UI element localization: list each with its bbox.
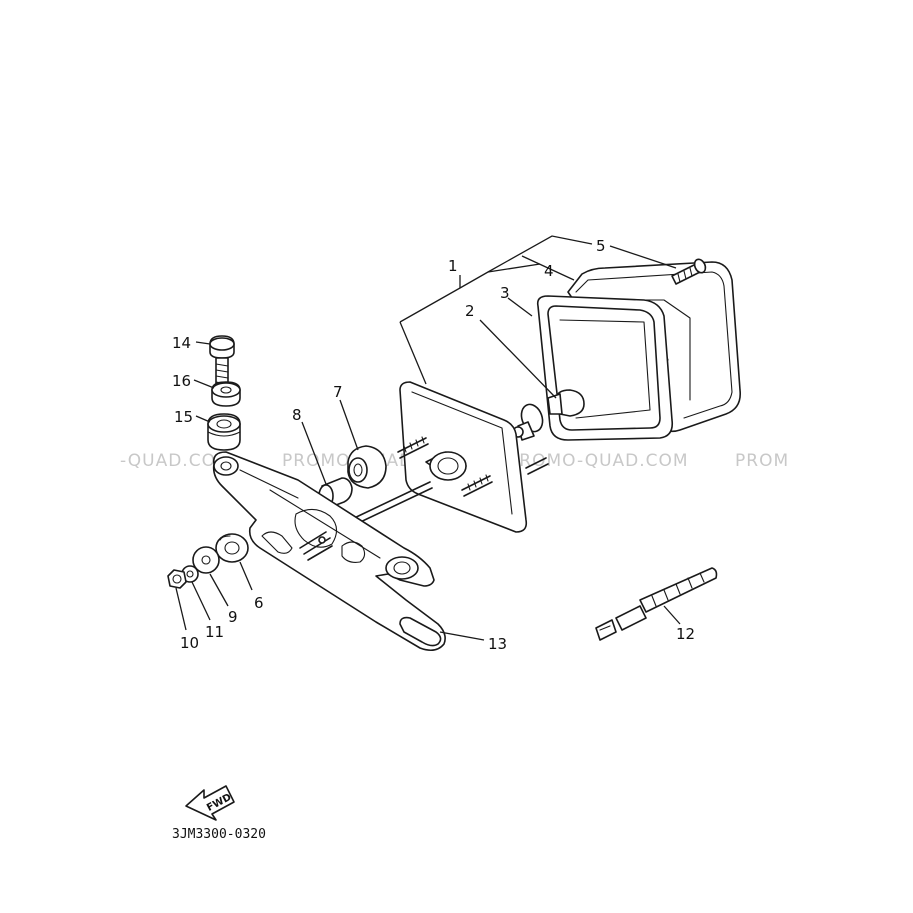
watermark-text-3: PROMO-QUAD.COM bbox=[508, 451, 689, 471]
callout-13: 13 bbox=[488, 635, 507, 653]
part-16-collar bbox=[211, 381, 241, 407]
part-12-cable-tie bbox=[595, 567, 718, 641]
callout-1: 1 bbox=[448, 257, 458, 275]
callout-15: 16 bbox=[172, 372, 191, 390]
part-3-gasket bbox=[536, 295, 674, 441]
watermark-text-1: -QUAD.COM bbox=[120, 451, 232, 471]
callout-6: 6 bbox=[254, 594, 264, 612]
part-13-bracket bbox=[212, 451, 446, 652]
part-6-damper bbox=[215, 533, 249, 563]
part-10-nut bbox=[167, 569, 187, 589]
part-15-damper bbox=[207, 413, 241, 451]
callout-2: 2 bbox=[465, 302, 475, 320]
part-2-bulb bbox=[512, 389, 585, 441]
callout-10: 10 bbox=[180, 634, 199, 652]
callout-12: 12 bbox=[676, 625, 695, 643]
callout-8: 8 bbox=[292, 406, 302, 424]
part-1-base-plate bbox=[349, 381, 549, 533]
callout-4: 4 bbox=[544, 262, 554, 280]
watermark-text-4: PROM bbox=[735, 451, 789, 471]
callout-3: 3 bbox=[500, 284, 510, 302]
fwd-arrow-icon: FWD bbox=[185, 785, 235, 821]
callout-7: 7 bbox=[333, 383, 343, 401]
callout-11: 11 bbox=[205, 623, 224, 641]
leader-lines bbox=[175, 235, 681, 641]
callouts: 1 2 3 4 5 6 7 8 9 10 11 12 13 14 16 15 bbox=[172, 237, 695, 653]
drawing-code: 3JM3300-0320 bbox=[172, 827, 266, 842]
callout-16: 15 bbox=[174, 408, 193, 426]
part-5-screw bbox=[671, 258, 707, 285]
part-7-grommet bbox=[347, 445, 387, 489]
callout-5: 5 bbox=[596, 237, 606, 255]
callout-9: 9 bbox=[228, 608, 238, 626]
part-9-washer bbox=[192, 546, 220, 574]
callout-14: 14 bbox=[172, 334, 191, 352]
